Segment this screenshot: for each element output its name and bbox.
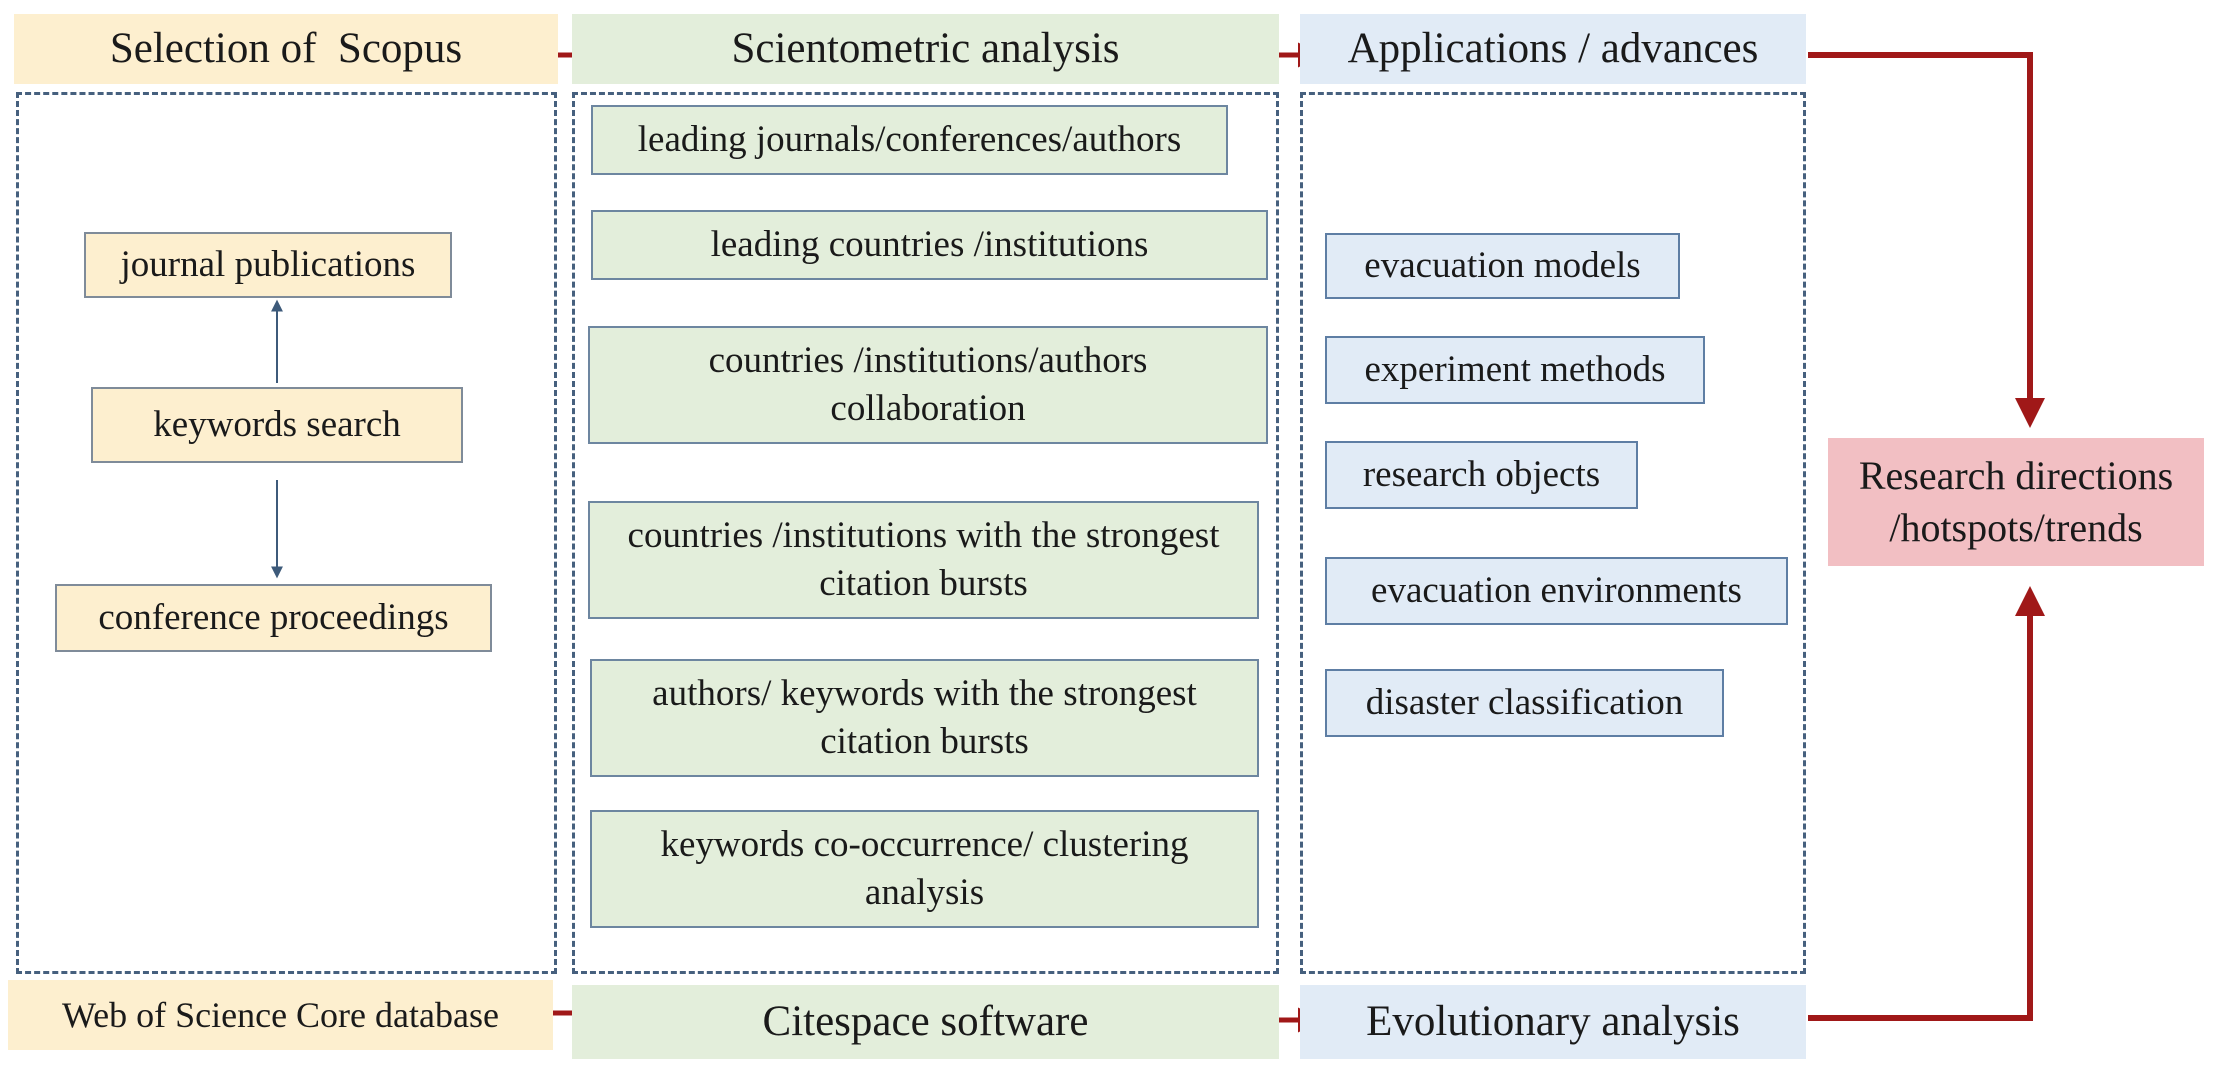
box-collaboration-label: countries /institutions/authors collabor… bbox=[708, 339, 1148, 429]
box-citation-bursts-keywords: authors/ keywords with the strongest cit… bbox=[590, 659, 1259, 777]
box-experiment-methods: experiment methods bbox=[1325, 336, 1705, 404]
box-disaster-classification: disaster classification bbox=[1325, 669, 1724, 737]
header-scopus-selection-label: Selection of Scopus bbox=[109, 25, 463, 73]
header-applications-advances-label: Applications / advances bbox=[1347, 25, 1759, 73]
header-scientometric-analysis: Scientometric analysis bbox=[572, 14, 1279, 84]
box-cooccurrence-clustering: keywords co-occurrence/ clustering analy… bbox=[590, 810, 1259, 928]
box-leading-countries-label: leading countries /institutions bbox=[710, 223, 1149, 265]
footer-citespace-software: Citespace software bbox=[572, 985, 1279, 1059]
footer-citespace-software-label: Citespace software bbox=[762, 998, 1089, 1046]
footer-web-of-science-label: Web of Science Core database bbox=[62, 995, 499, 1035]
box-collaboration: countries /institutions/authors collabor… bbox=[588, 326, 1268, 444]
footer-web-of-science: Web of Science Core database bbox=[8, 980, 553, 1050]
research-directions-line1: Research directions bbox=[1858, 453, 2174, 498]
box-citation-bursts-keywords-label: authors/ keywords with the strongest cit… bbox=[652, 672, 1197, 762]
box-leading-journals-label: leading journals/conferences/authors bbox=[637, 118, 1182, 160]
panel-scientometric bbox=[572, 92, 1279, 974]
box-journal-publications: journal publications bbox=[84, 232, 452, 298]
footer-evolutionary-analysis: Evolutionary analysis bbox=[1300, 985, 1806, 1059]
box-journal-publications-label: journal publications bbox=[120, 243, 416, 285]
box-evacuation-models: evacuation models bbox=[1325, 233, 1680, 299]
box-research-objects-label: research objects bbox=[1362, 453, 1601, 495]
box-conference-proceedings: conference proceedings bbox=[55, 584, 492, 652]
header-scopus-selection: Selection of Scopus bbox=[14, 14, 558, 84]
box-keywords-search-label: keywords search bbox=[153, 403, 401, 445]
box-conference-proceedings-label: conference proceedings bbox=[98, 596, 449, 638]
box-evacuation-environments-label: evacuation environments bbox=[1371, 569, 1742, 611]
box-leading-countries: leading countries /institutions bbox=[591, 210, 1268, 280]
arrow-evolutionary-to-result bbox=[1808, 586, 2045, 1021]
header-applications-advances: Applications / advances bbox=[1300, 14, 1806, 84]
box-disaster-classification-label: disaster classification bbox=[1365, 681, 1684, 723]
arrow-applications-to-result bbox=[1808, 52, 2045, 428]
panel-data-sources bbox=[16, 92, 557, 974]
panel-applications bbox=[1300, 92, 1806, 974]
box-leading-journals: leading journals/conferences/authors bbox=[591, 105, 1228, 175]
box-experiment-methods-label: experiment methods bbox=[1364, 348, 1666, 390]
box-keywords-search: keywords search bbox=[91, 387, 463, 463]
research-directions-line2: /hotspots/trends bbox=[1889, 505, 2143, 550]
box-evacuation-environments: evacuation environments bbox=[1325, 557, 1788, 625]
box-citation-bursts-countries: countries /institutions with the stronge… bbox=[588, 501, 1259, 619]
footer-evolutionary-analysis-label: Evolutionary analysis bbox=[1366, 998, 1740, 1046]
header-scientometric-analysis-label: Scientometric analysis bbox=[731, 25, 1120, 73]
box-evacuation-models-label: evacuation models bbox=[1364, 244, 1641, 286]
box-research-directions: Research directions /hotspots/trends bbox=[1828, 438, 2204, 566]
box-research-objects: research objects bbox=[1325, 441, 1638, 509]
box-citation-bursts-countries-label: countries /institutions with the stronge… bbox=[627, 514, 1220, 604]
box-cooccurrence-clustering-label: keywords co-occurrence/ clustering analy… bbox=[660, 823, 1189, 913]
